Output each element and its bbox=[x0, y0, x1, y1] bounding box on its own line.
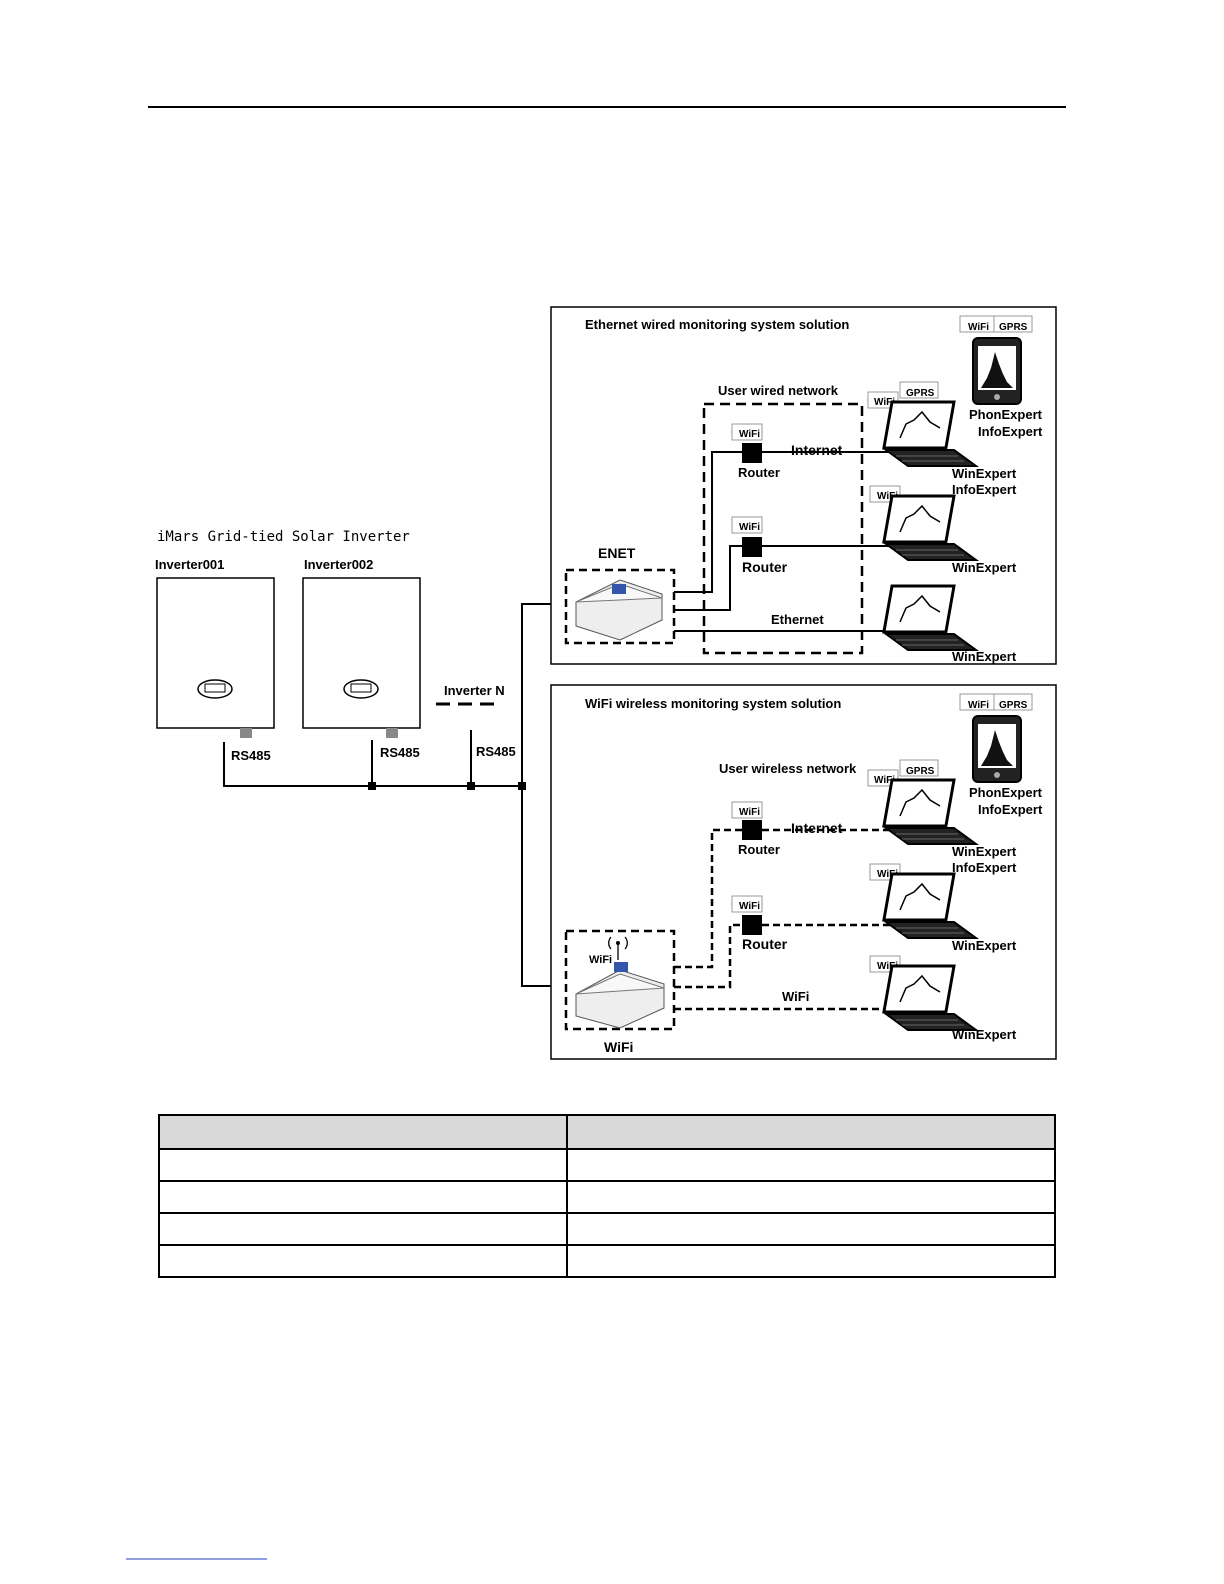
wifi-gprs-badge: WiFi GPRS bbox=[959, 693, 1033, 711]
phone-icon bbox=[972, 715, 1022, 783]
table-cell bbox=[566, 1148, 1056, 1182]
enet-boundary bbox=[564, 568, 676, 645]
table-cell bbox=[566, 1180, 1056, 1214]
enet-device-icon bbox=[575, 579, 663, 641]
inverter1-label: Inverter001 bbox=[155, 557, 224, 572]
svg-text:WiFi: WiFi bbox=[739, 522, 760, 533]
svg-text:GPRS: GPRS bbox=[999, 700, 1028, 711]
svg-text:WiFi: WiFi bbox=[874, 397, 895, 408]
router-label: Router bbox=[742, 559, 788, 575]
user-wired-network-label: User wired network bbox=[718, 383, 839, 398]
laptop-label: WinExpert bbox=[952, 1027, 1017, 1042]
bus-node bbox=[368, 782, 376, 790]
wifi-gprs-badge: WiFi GPRS bbox=[959, 315, 1033, 333]
laptop-label: WinExpert bbox=[952, 938, 1017, 953]
table-cell bbox=[566, 1212, 1056, 1246]
svg-text:WiFi: WiFi bbox=[877, 491, 898, 502]
wifi-gprs-badge: WiFi GPRS bbox=[867, 381, 939, 409]
phone-label-2: InfoExpert bbox=[978, 424, 1043, 439]
table-cell bbox=[158, 1244, 568, 1278]
wifi-badge: WiFi bbox=[731, 516, 763, 534]
router-icon bbox=[742, 537, 762, 557]
table-row bbox=[158, 1180, 1056, 1214]
bus-node bbox=[518, 782, 526, 790]
phone-label-2: InfoExpert bbox=[978, 802, 1043, 817]
internet-label: Internet bbox=[791, 442, 843, 458]
laptop-label: WinExpert bbox=[952, 844, 1017, 859]
phone-icon bbox=[972, 337, 1022, 405]
table-header-cell bbox=[566, 1114, 1056, 1150]
laptop-label-2: InfoExpert bbox=[952, 860, 1017, 875]
svg-text:WiFi: WiFi bbox=[877, 961, 898, 972]
router-icon bbox=[742, 820, 762, 840]
svg-text:GPRS: GPRS bbox=[906, 388, 935, 399]
wired-links bbox=[674, 451, 890, 632]
wifi-device-antenna-label: WiFi bbox=[589, 954, 612, 966]
table-row bbox=[158, 1212, 1056, 1246]
inverter2 bbox=[302, 577, 421, 738]
table-header-cell bbox=[158, 1114, 568, 1150]
svg-text:GPRS: GPRS bbox=[999, 322, 1028, 333]
table-cell bbox=[566, 1244, 1056, 1278]
inverter1 bbox=[156, 577, 275, 738]
router-label: Router bbox=[742, 936, 788, 952]
svg-text:WiFi: WiFi bbox=[739, 807, 760, 818]
table-row bbox=[158, 1148, 1056, 1182]
inverter2-label: Inverter002 bbox=[304, 557, 373, 572]
table-row bbox=[158, 1244, 1056, 1278]
router-icon bbox=[742, 915, 762, 935]
laptop-label: WinExpert bbox=[952, 466, 1017, 481]
svg-text:WiFi: WiFi bbox=[739, 429, 760, 440]
user-wireless-network-label: User wireless network bbox=[719, 761, 857, 776]
spec-table bbox=[158, 1114, 1056, 1278]
wifi-link-label: WiFi bbox=[782, 989, 809, 1004]
svg-text:WiFi: WiFi bbox=[968, 700, 989, 711]
svg-text:WiFi: WiFi bbox=[874, 775, 895, 786]
svg-text:WiFi: WiFi bbox=[877, 869, 898, 880]
laptop-label-2: InfoExpert bbox=[952, 482, 1017, 497]
bus-node bbox=[467, 782, 475, 790]
wifi-device-label: WiFi bbox=[604, 1039, 633, 1055]
phone-label: PhonExpert bbox=[969, 407, 1043, 422]
router-icon bbox=[742, 443, 762, 463]
wifi-device-icon bbox=[575, 962, 665, 1029]
table-cell bbox=[158, 1148, 568, 1182]
phone-label: PhonExpert bbox=[969, 785, 1043, 800]
ethernet-label: Ethernet bbox=[771, 612, 824, 627]
laptop-label: WinExpert bbox=[952, 649, 1017, 664]
wifi-badge: WiFi bbox=[731, 895, 763, 913]
table-cell bbox=[158, 1212, 568, 1246]
wifi-badge: WiFi bbox=[731, 801, 763, 819]
wireless-links bbox=[674, 828, 890, 1011]
user-wired-network-boundary bbox=[702, 402, 864, 655]
svg-text:WiFi: WiFi bbox=[739, 901, 760, 912]
svg-text:WiFi: WiFi bbox=[968, 322, 989, 333]
svg-text:GPRS: GPRS bbox=[906, 766, 935, 777]
rs485-label-3: RS485 bbox=[476, 744, 516, 759]
wifi-panel-title: WiFi wireless monitoring system solution bbox=[585, 696, 841, 711]
ethernet-panel-title: Ethernet wired monitoring system solutio… bbox=[585, 317, 849, 332]
internet-label: Internet bbox=[791, 820, 843, 836]
enet-label: ENET bbox=[598, 545, 636, 561]
antenna-icon bbox=[608, 936, 628, 960]
inverter-caption: iMars Grid-tied Solar Inverter bbox=[157, 529, 410, 545]
laptop-label: WinExpert bbox=[952, 560, 1017, 575]
rs485-label-2: RS485 bbox=[380, 745, 420, 760]
table-header-row bbox=[158, 1114, 1056, 1150]
wifi-badge: WiFi bbox=[731, 423, 763, 441]
rs485-bus bbox=[223, 603, 566, 987]
inverter-n-label: Inverter N bbox=[444, 683, 505, 698]
table-cell bbox=[158, 1180, 568, 1214]
rs485-label-1: RS485 bbox=[231, 748, 271, 763]
router-label: Router bbox=[738, 465, 780, 480]
router-label: Router bbox=[738, 842, 780, 857]
wifi-device-boundary bbox=[564, 929, 676, 1031]
